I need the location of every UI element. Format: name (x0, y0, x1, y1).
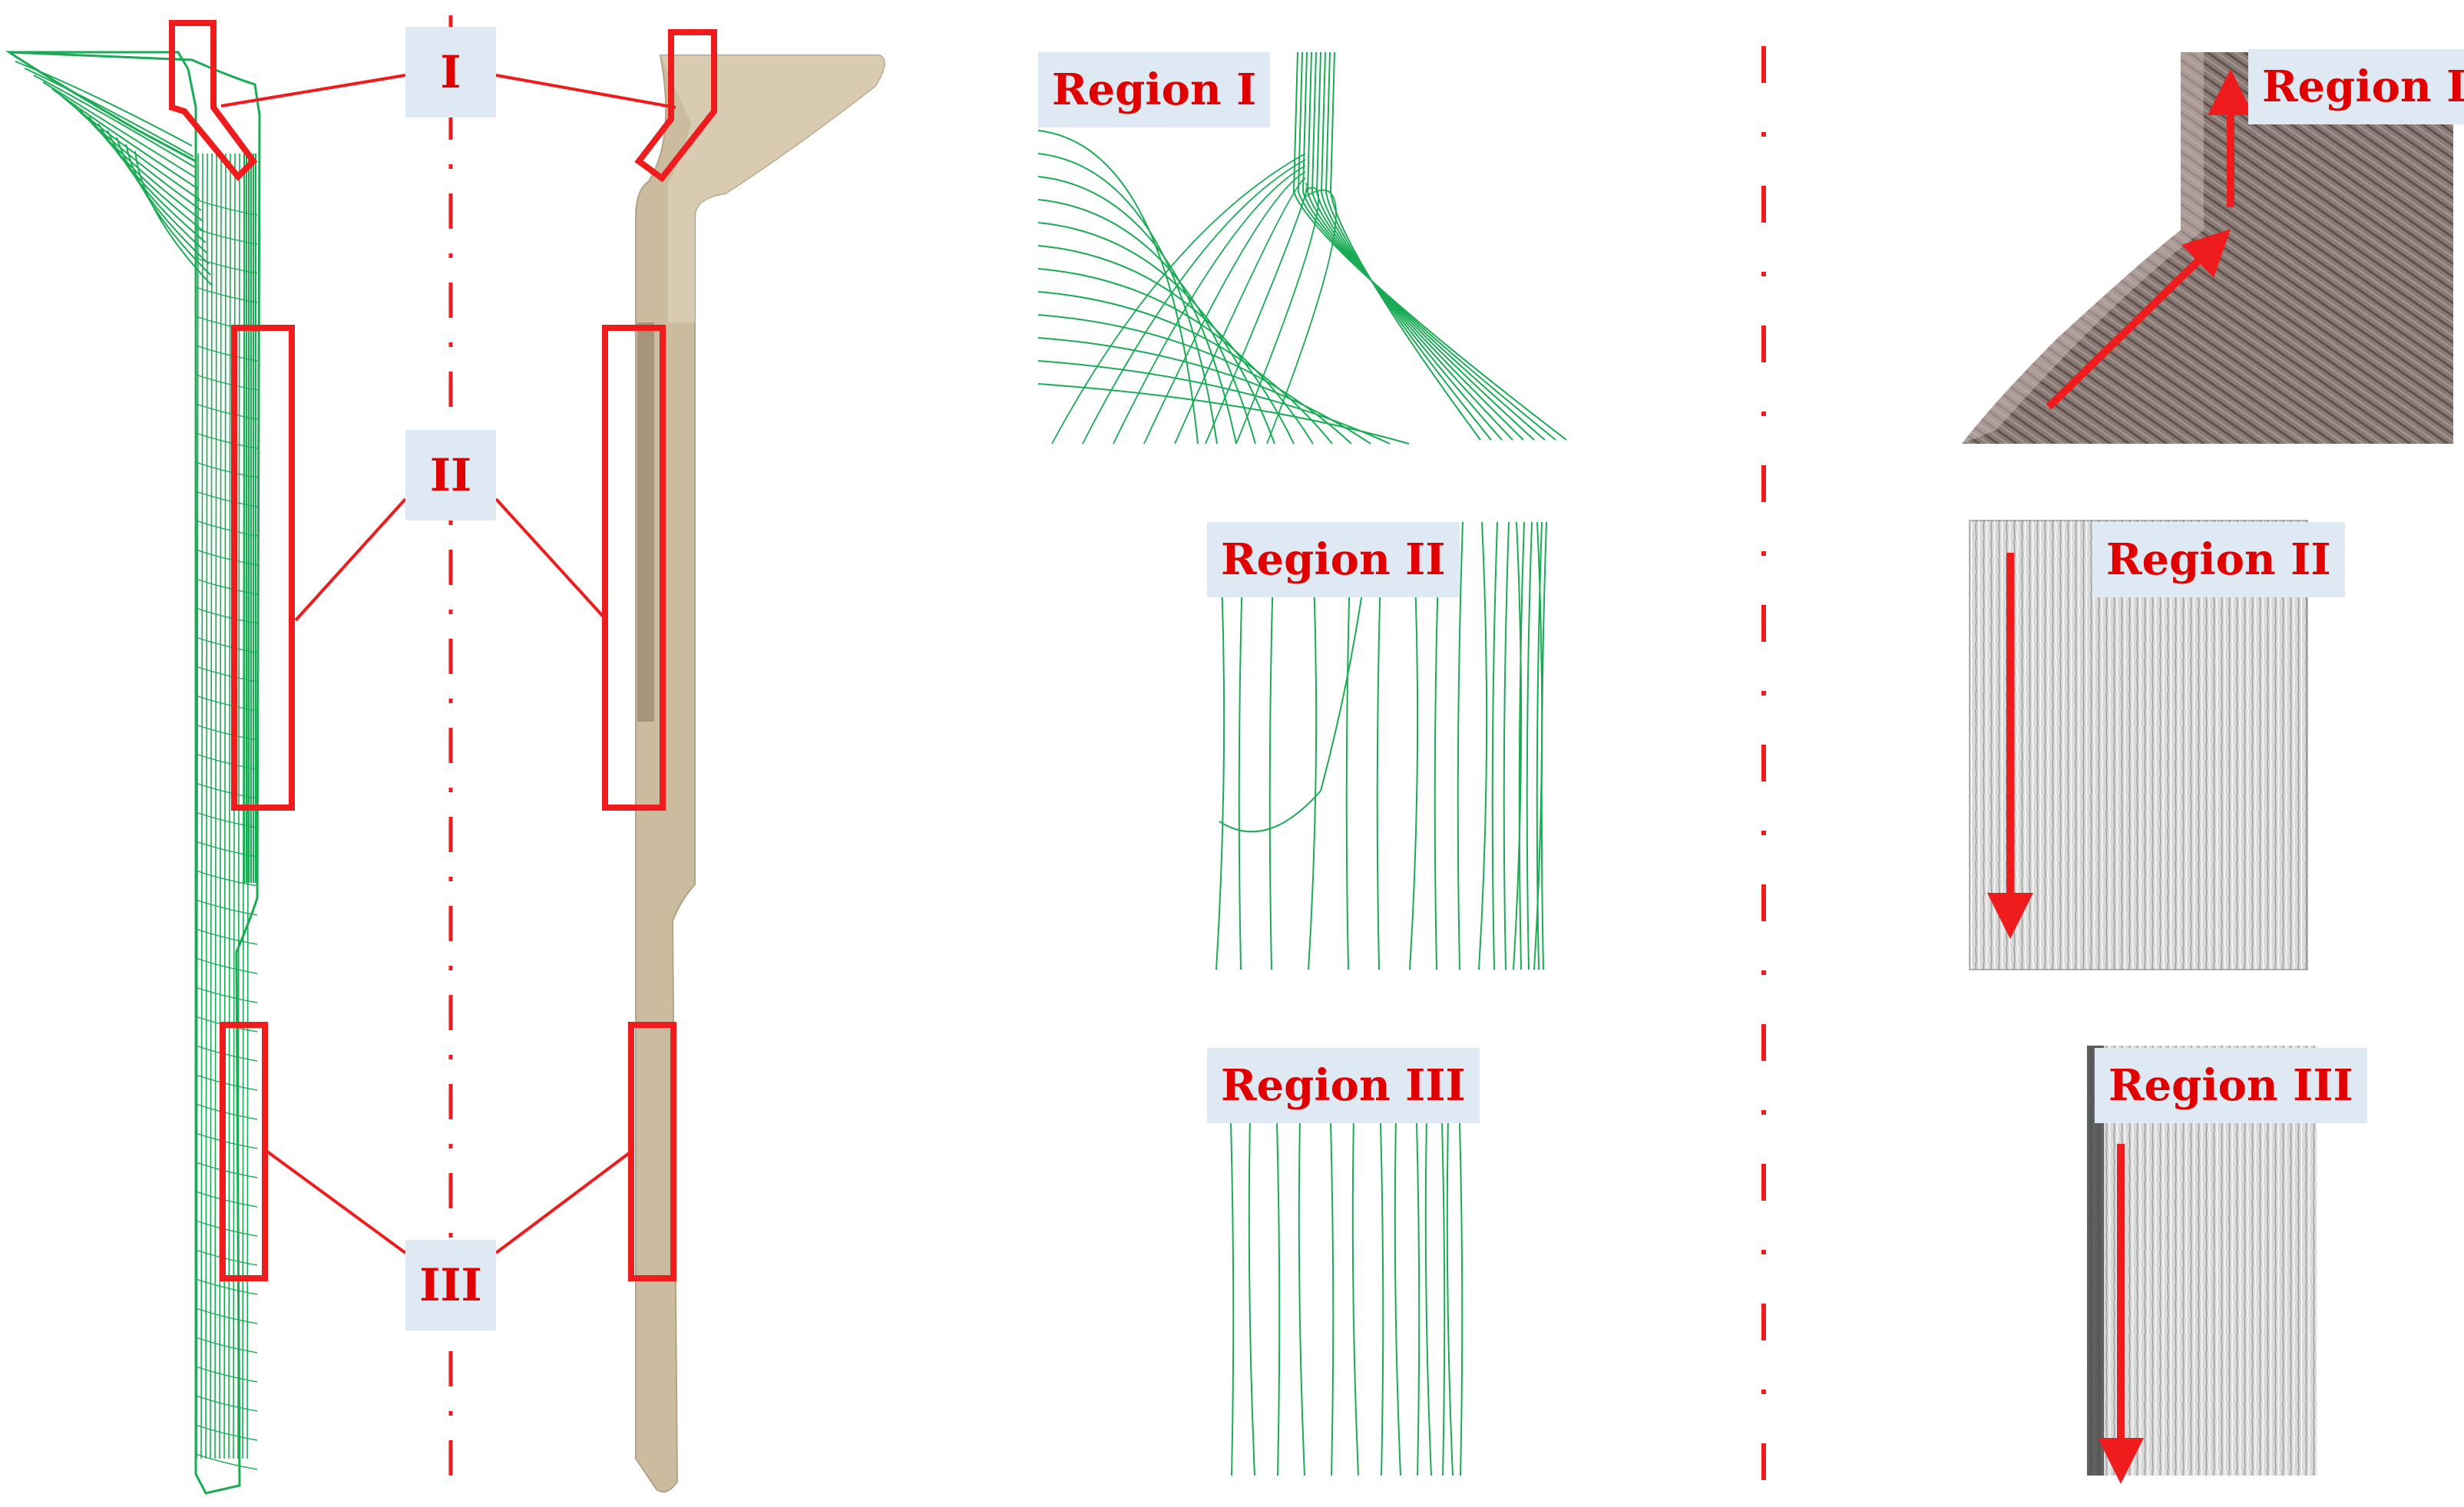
micro-label-region-3: Region III (2095, 1048, 2367, 1123)
micro-label-region-1: Region I (2248, 49, 2464, 124)
micro-label-region-2: Region II (2092, 522, 2345, 597)
marker-box-region-3-sim (220, 1022, 268, 1281)
sim-label-region-2: Region II (1207, 522, 1460, 597)
sim-label-region-1: Region I (1038, 52, 1271, 127)
micrograph-region-1 (1962, 52, 2453, 444)
label-region-1: I (405, 27, 496, 117)
marker-box-region-2-sample (602, 325, 666, 811)
marker-box-region-1-sample (634, 29, 717, 183)
label-region-2: II (405, 430, 496, 521)
sim-panel-region-1 (1037, 51, 1567, 444)
marker-box-region-1-sim (169, 20, 258, 181)
label-region-3: III (405, 1240, 496, 1330)
marker-box-region-2-sim (231, 325, 295, 811)
sample-photo (635, 55, 885, 1493)
flow-arrow-region-1a (2046, 229, 2231, 410)
region-markers (169, 20, 717, 1281)
sim-label-region-3: Region III (1207, 1048, 1480, 1123)
leader-lines (220, 74, 676, 1254)
